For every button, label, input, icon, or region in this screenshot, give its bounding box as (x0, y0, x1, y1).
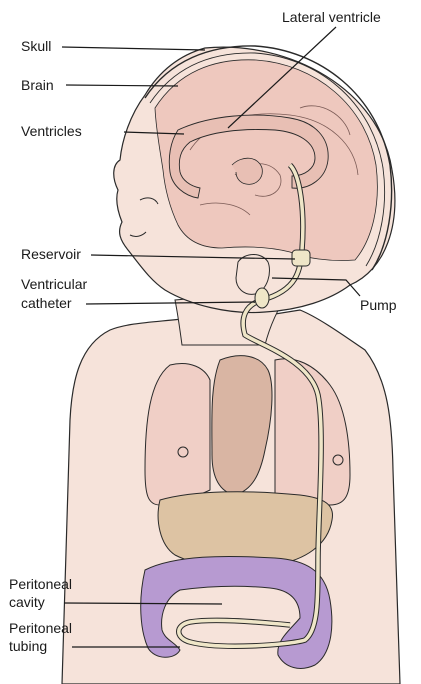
brain-leader (65, 84, 179, 87)
label-peritoneal-tubing-line2: tubing (9, 638, 48, 654)
skull-inner-outline (149, 52, 386, 267)
label-brain: Brain (21, 77, 54, 93)
label-peritoneal-cavity-line1: Peritoneal (9, 576, 73, 592)
ventricle-horn (231, 157, 263, 185)
mouth (129, 231, 147, 237)
label-pump: Pump (360, 297, 397, 313)
heart (211, 355, 273, 496)
skull-outline (144, 45, 393, 271)
label-peritoneal-cavity-line2: cavity (9, 594, 45, 610)
right-nipple (332, 454, 344, 466)
skull-leader (61, 46, 206, 51)
lateral-ventricle-leader (227, 26, 337, 129)
peritoneal-cavity-leader (63, 602, 223, 605)
label-ventricular-catheter-line1: Ventricular (21, 276, 88, 292)
ventricles (168, 114, 329, 199)
left-nipple (177, 446, 189, 458)
ventricular-catheter-leader (85, 301, 256, 305)
label-ventricles: Ventricles (21, 123, 82, 139)
pump (254, 287, 270, 309)
reservoir (291, 249, 311, 267)
ventricles-leader (123, 131, 185, 135)
brain (154, 59, 378, 261)
reservoir-leader (90, 254, 296, 260)
leader-lines (61, 26, 361, 648)
label-skull: Skull (21, 38, 52, 54)
intestines (140, 555, 333, 669)
ear (235, 254, 270, 295)
label-peritoneal-tubing-line1: Peritoneal (9, 620, 73, 636)
eye (139, 197, 159, 205)
label-lateral-ventricle: Lateral ventricle (282, 9, 381, 25)
brain-gyri (189, 105, 359, 216)
stomach (157, 491, 334, 568)
label-ventricular-catheter-line2: catheter (21, 295, 72, 311)
pump-leader (271, 277, 361, 297)
label-reservoir: Reservoir (21, 246, 81, 262)
